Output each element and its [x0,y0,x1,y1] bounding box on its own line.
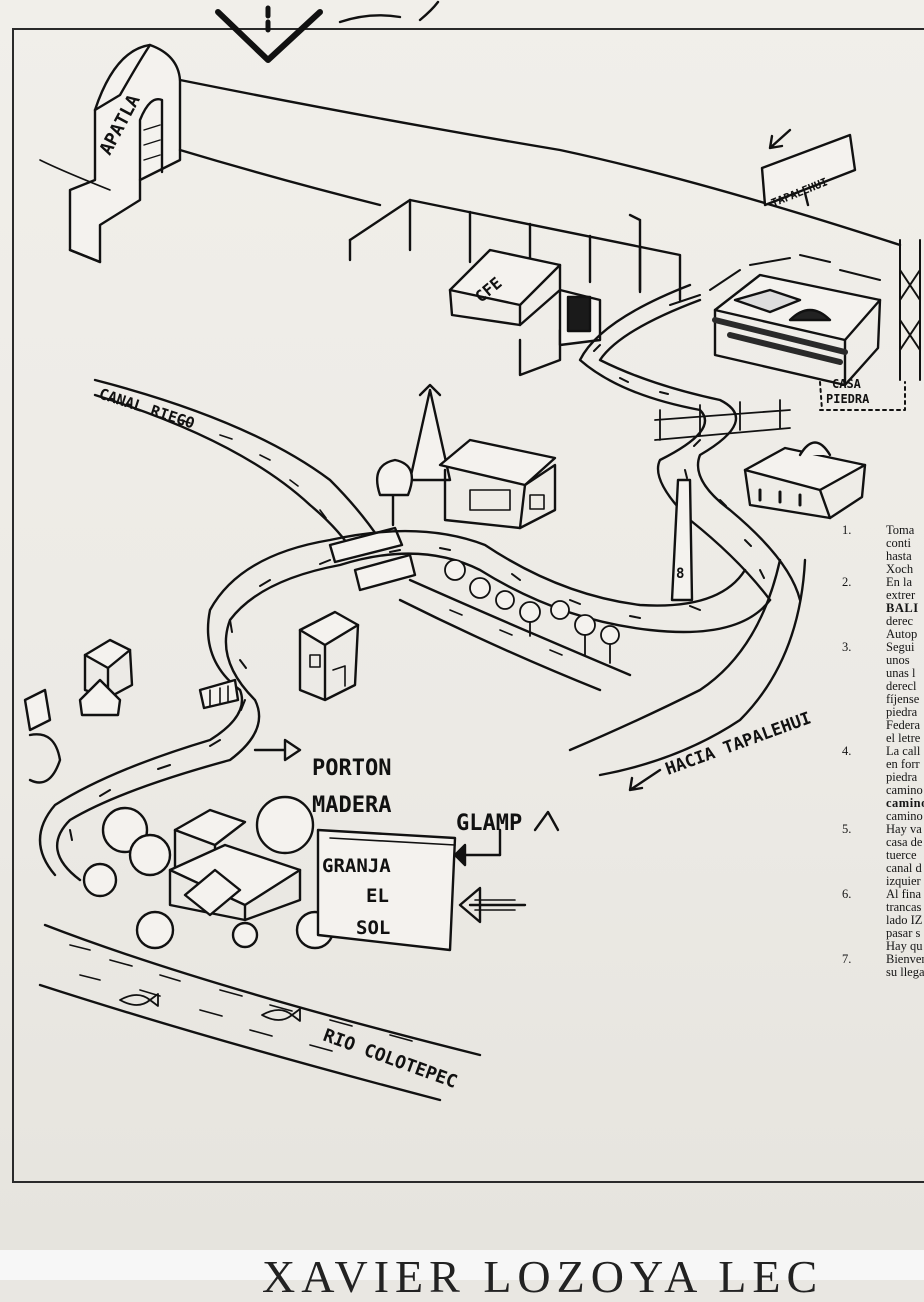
step-text-line: hasta [886,549,912,563]
step-text-line: tuerce [886,848,917,862]
map-frame [12,28,924,1183]
step-number: 7. [842,952,852,966]
step-text-line: piedra [886,705,918,719]
hand-drawn-map: APATLA TAPALEHUI CFE CASA PIEDRA CANAL R… [23,0,921,1102]
step-text-line: Federa [886,718,921,732]
outhouse [298,610,360,702]
step-text-line: conti [886,536,911,550]
step-text-line: camino [886,783,923,797]
step-text-line: izquier [886,874,921,888]
casa-piedra-label: CASA [832,377,862,391]
arrow-down-left-icon [628,768,662,792]
tepee-and-house [375,383,557,530]
cfe-building [448,248,602,347]
electric-pole [670,478,694,602]
step-number: 3. [842,640,852,654]
step-text-line: unas l [886,666,916,680]
step-text-line: piedra [886,770,918,784]
perimeter-wall [348,198,682,377]
step-text-line: casa de [886,835,923,849]
arch-landmark [68,43,182,264]
step-text-line: canal d [886,861,922,875]
road-edge-north [178,78,902,247]
granja-el-sol-buildings [82,795,356,950]
porton-label: PORTON [312,756,391,781]
step-text-line: La call [886,744,921,758]
step-number: 5. [842,822,852,836]
step-text-line: derec [886,614,914,628]
step-text-line: pasar s [886,926,921,940]
small-house-left [78,638,134,717]
step-text-line: En la [886,575,913,589]
hacia-tapalehui-label: HACIA TAPALEHUI [663,708,814,779]
chevron-down-icon [215,5,323,63]
canal-riego [93,378,632,692]
step-text-line: camino [886,796,924,810]
tree-cluster [444,559,620,664]
arrow-right-icon [253,738,302,762]
step-text-line: fíjense [886,692,920,706]
step-text-line: Autop [886,627,918,641]
printed-map-sheet [0,0,924,1250]
step-text-line: unos [886,653,910,667]
step-text-line: extrer [886,588,916,602]
granja-label: GRANJA [322,855,391,877]
step-text-line: Toma [886,524,915,537]
casa-piedra-label-2: PIEDRA [826,392,870,406]
step-text-line: derecl [886,679,917,693]
glamp-label: GLAMP [456,811,522,836]
el-label: EL [366,885,389,907]
step-number: 2. [842,575,852,589]
transmission-tower [899,239,921,381]
chapel-building [743,441,867,520]
step-text-line: Hay va [886,822,922,836]
arrow-left-icon [453,828,502,867]
step-text-line: BALI [886,601,919,615]
step-text-line: trancas [886,900,922,914]
step-text-line: Al fina [886,887,922,901]
road-fence [654,399,791,441]
sol-label: SOL [356,917,390,939]
step-text-line: su llega [886,965,924,979]
step-text-line: lado IZ [886,913,923,927]
pole-number: 8 [676,566,684,582]
step-text-line: Segui [886,640,915,654]
madera-label: MADERA [312,793,391,818]
step-text-line: en forr [886,757,920,771]
bottom-strip [0,1250,924,1280]
step-number: 4. [842,744,852,758]
arrow-left-icon [458,886,527,924]
footer-name-text: XAVIER LOZOYA LEC [262,1251,824,1302]
step-number: 1. [842,524,852,537]
road-edge-south [178,148,382,207]
access-road [578,283,802,602]
tapalehui-signpost [760,128,857,207]
top-scribble [338,0,440,24]
step-text-line: Xoch [886,562,914,576]
main-route [38,529,807,882]
step-text-line: Bienver [886,952,924,966]
rio-colotepec [38,923,482,1102]
casa-piedra-building [712,273,906,411]
step-number: 6. [842,887,852,901]
step-text-line: camino [886,809,923,823]
wooden-gate [198,678,240,710]
granja-sign-box [316,828,457,952]
caret-up-icon [533,810,560,832]
step-text-line: Hay qu [886,939,923,953]
step-text-line: el letre [886,731,921,745]
canal-riego-label: CANAL RIEGO [97,385,197,433]
